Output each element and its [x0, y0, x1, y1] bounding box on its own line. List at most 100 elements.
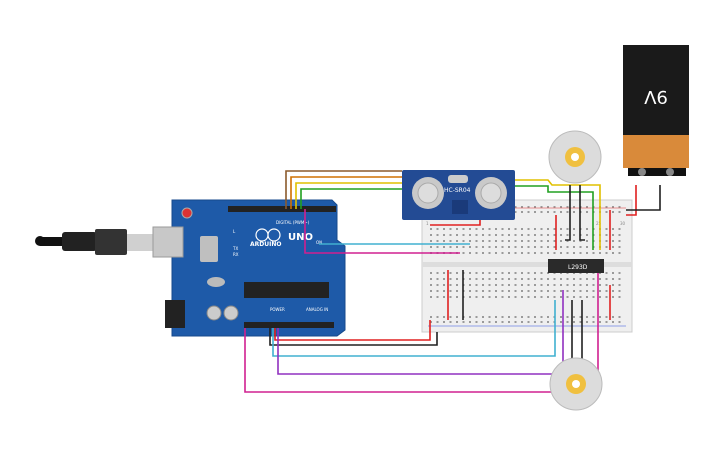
breadboard-hole: [521, 228, 523, 230]
wires: [244, 170, 661, 393]
breadboard-hole: [579, 246, 582, 248]
breadboard-hole: [592, 316, 595, 318]
breadboard-hole: [566, 240, 569, 242]
breadboard-hole: [566, 296, 569, 298]
breadboard-hole: [592, 321, 595, 323]
breadboard-hole: [527, 234, 530, 236]
breadboard-hole: [495, 272, 497, 274]
breadboard-hole: [469, 234, 471, 236]
breadboard-hole: [534, 290, 536, 292]
breadboard-hole: [540, 246, 543, 248]
breadboard-hole: [612, 284, 614, 286]
breadboard-hole: [482, 321, 484, 323]
breadboard-hole: [501, 228, 504, 230]
breadboard-hole: [514, 211, 517, 213]
breadboard-hole: [547, 228, 549, 230]
reset-button[interactable]: [181, 207, 193, 219]
9v-battery[interactable]: 9V: [623, 45, 689, 176]
breadboard-hole: [547, 296, 549, 298]
wire-black-battery: [626, 185, 661, 211]
breadboard-hole: [436, 290, 439, 292]
breadboard-hole: [456, 272, 458, 274]
breadboard-hole: [521, 252, 523, 254]
breadboard-hole: [547, 321, 549, 323]
breadboard-hole: [534, 246, 536, 248]
breadboard-hole: [573, 240, 575, 242]
breadboard-hole: [547, 316, 549, 318]
breadboard-hole: [534, 206, 536, 208]
breadboard-hole: [573, 252, 575, 254]
breadboard-hole: [612, 228, 614, 230]
breadboard-hole: [508, 272, 510, 274]
digital-pins-label: DIGITAL (PWM~): [276, 220, 310, 225]
breadboard-hole: [501, 290, 504, 292]
breadboard-hole: [618, 290, 621, 292]
breadboard-hole: [508, 228, 510, 230]
breadboard-hole: [488, 272, 491, 274]
breadboard-hole: [540, 296, 543, 298]
breadboard-hole: [495, 240, 497, 242]
breadboard-hole: [566, 252, 569, 254]
breadboard-hole: [508, 321, 510, 323]
breadboard-hole: [527, 211, 530, 213]
breadboard-hole: [527, 290, 530, 292]
breadboard-hole: [534, 321, 536, 323]
breadboard-hole: [449, 272, 452, 274]
motor-bottom[interactable]: [549, 357, 603, 411]
breadboard-hole: [573, 246, 575, 248]
breadboard-hole: [618, 272, 621, 274]
breadboard-hole: [586, 240, 588, 242]
breadboard-hole: [560, 296, 562, 298]
breadboard-hole: [579, 316, 582, 318]
digital-header: [228, 206, 336, 212]
breadboard-hole: [449, 284, 452, 286]
breadboard-hole: [456, 321, 458, 323]
breadboard-hole: [618, 228, 621, 230]
breadboard-hole: [560, 206, 562, 208]
breadboard-hole: [573, 296, 575, 298]
breadboard-hole: [488, 316, 491, 318]
arduino-uno-board[interactable]: ARDUINO UNO DIGITAL (PWM~) POWER ANALOG …: [152, 199, 346, 337]
breadboard-hole: [514, 252, 517, 254]
breadboard-hole: [605, 296, 608, 298]
breadboard-hole: [456, 316, 458, 318]
breadboard-hole: [553, 284, 556, 286]
wire-green-sensor: [300, 188, 402, 209]
breadboard-hole: [540, 206, 543, 208]
breadboard-hole: [482, 316, 484, 318]
breadboard-hole: [475, 290, 478, 292]
breadboard-hole: [612, 211, 614, 213]
breadboard-hole: [547, 234, 549, 236]
breadboard-hole: [618, 284, 621, 286]
breadboard-hole: [586, 290, 588, 292]
breadboard-hole: [579, 240, 582, 242]
breadboard-hole: [469, 278, 471, 280]
sensor-model-label: HC-SR04: [444, 187, 471, 194]
breadboard-hole: [618, 206, 621, 208]
breadboard-hole: [527, 228, 530, 230]
breadboard-hole: [443, 321, 445, 323]
breadboard-hole: [599, 252, 601, 254]
breadboard-hole: [566, 246, 569, 248]
breadboard-hole: [462, 246, 465, 248]
breadboard-hole: [560, 234, 562, 236]
breadboard-hole: [521, 211, 523, 213]
hc-sr04-sensor[interactable]: HC-SR04: [402, 170, 515, 220]
breadboard-hole: [508, 278, 510, 280]
breadboard-hole: [514, 240, 517, 242]
breadboard-hole: [579, 252, 582, 254]
breadboard-hole: [514, 246, 517, 248]
breadboard-hole: [495, 321, 497, 323]
breadboard-hole: [605, 240, 608, 242]
motor-top[interactable]: [548, 130, 602, 184]
breadboard-hole: [553, 240, 556, 242]
breadboard-hole: [612, 316, 614, 318]
wire-magenta-ctrl: [244, 273, 599, 393]
l293d-driver-chip[interactable]: L293D: [548, 259, 604, 273]
bb-col-end: 30: [620, 221, 626, 226]
breadboard-hole: [462, 234, 465, 236]
breadboard-hole: [488, 240, 491, 242]
breadboard-hole: [488, 278, 491, 280]
breadboard-hole: [566, 206, 569, 208]
